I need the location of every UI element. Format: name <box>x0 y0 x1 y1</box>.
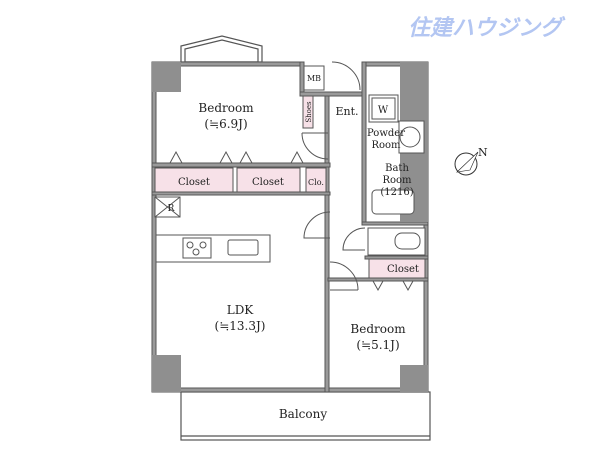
powder-room-label-2: Room <box>371 140 401 151</box>
balcony-label: Balcony <box>279 407 327 421</box>
bath-room-label-2: Room <box>382 175 412 186</box>
pillar <box>152 62 181 92</box>
washer-label: W <box>378 105 389 116</box>
compass-north-label: N <box>478 146 488 159</box>
bedroom1-name: Bedroom <box>198 101 254 115</box>
closet-2 <box>236 167 301 193</box>
bedroom-door <box>301 132 329 160</box>
bedroom2-name: Bedroom <box>350 322 406 336</box>
meter-box <box>303 65 325 91</box>
company-logo: 住建ハウジング <box>408 16 563 41</box>
closet-4-label: Closet <box>387 264 419 275</box>
toilet <box>394 232 421 250</box>
pillar <box>400 365 428 392</box>
ldk-door <box>303 211 331 239</box>
closet-4 <box>368 258 426 279</box>
shoes-label: Shoes <box>305 101 313 123</box>
shoe-cabinet <box>302 95 314 129</box>
closet-1 <box>154 167 234 193</box>
toilet-door <box>342 227 366 251</box>
closet-3-label: Clo. <box>308 178 324 187</box>
bedroom1-size: (≒6.9J) <box>204 117 247 131</box>
fridge-label: R <box>168 204 175 214</box>
closet-2-label: Closet <box>252 177 284 188</box>
bedroom2-size: (≒5.1J) <box>356 338 399 352</box>
closet-3 <box>305 167 327 193</box>
entrance-door <box>331 61 361 91</box>
bathtub <box>371 189 415 215</box>
ldk-size: (≒13.3J) <box>215 319 266 333</box>
pillar <box>152 355 181 392</box>
bedroom2-door <box>329 261 359 291</box>
bath-room-label-1: Bath <box>385 163 409 174</box>
sink <box>227 239 259 256</box>
entrance-label: Ent. <box>335 105 358 118</box>
compass-icon <box>454 151 479 176</box>
ldk-name: LDK <box>227 303 255 317</box>
closet-1-label: Closet <box>178 177 210 188</box>
mb-label: MB <box>307 74 321 83</box>
powder-room-label-1: Powder <box>367 128 405 139</box>
bath-room-size: (1216) <box>380 187 413 198</box>
